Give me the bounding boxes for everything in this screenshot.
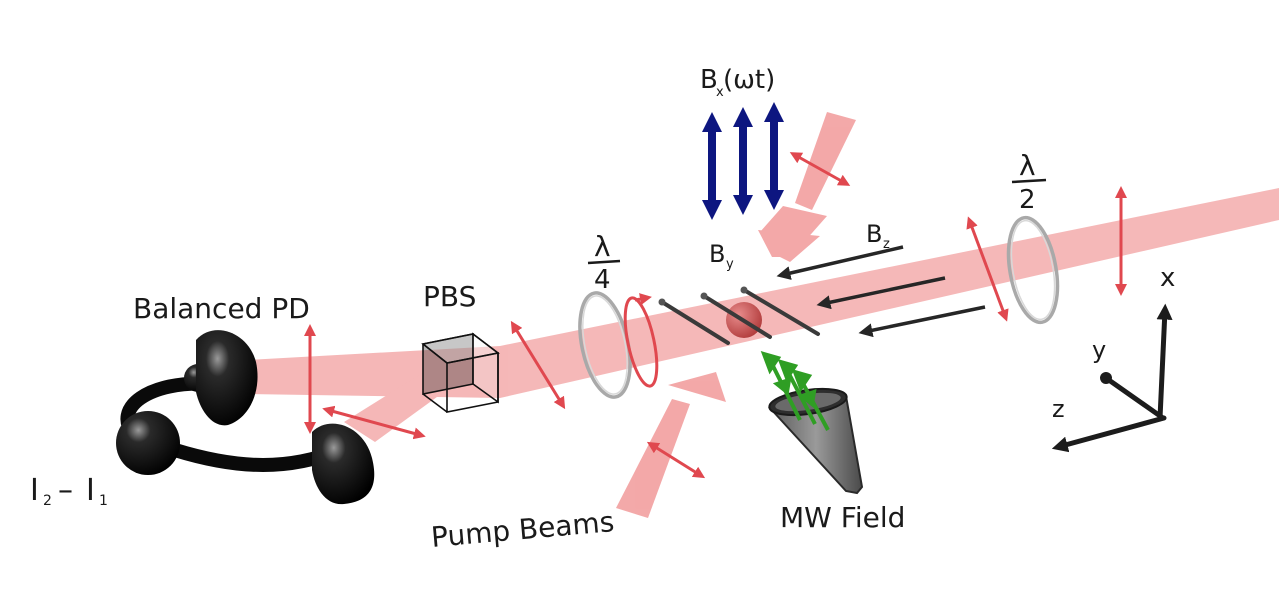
- balanced-pd-label: Balanced PD: [133, 292, 310, 325]
- bz-label-main: B: [866, 220, 882, 248]
- pump-beams-label: Pump Beams: [430, 505, 616, 554]
- bx-label-sub: x: [716, 85, 724, 100]
- probe-polarization-markers: [304, 186, 1127, 440]
- signal-sub2: 2: [43, 493, 52, 509]
- bz-field-arrows: [776, 245, 986, 338]
- y-axis-cap: [1100, 372, 1112, 384]
- bx-field-arrows: [702, 102, 784, 220]
- circular-polarization-icon: [623, 293, 659, 388]
- pbs-label: PBS: [423, 280, 476, 313]
- half-wave-label: λ 2: [1011, 149, 1047, 215]
- by-field-rods: [660, 288, 820, 345]
- bx-label-arg: (ωt): [723, 65, 775, 95]
- quarter-wave-denominator: 4: [594, 265, 611, 295]
- half-wave-numerator: λ: [1019, 149, 1036, 182]
- bx-arrow-3: [764, 102, 784, 210]
- mw-field-label: MW Field: [780, 501, 905, 534]
- by-label-main: B: [709, 240, 725, 268]
- bz-label-sub: z: [883, 237, 890, 252]
- bx-label-main: B: [700, 65, 718, 95]
- quarter-wave-label: λ 4: [587, 230, 621, 295]
- pbs-cube: [421, 332, 500, 413]
- bx-arrow-2: [733, 107, 753, 215]
- by-field-rod-caps: [658, 286, 748, 306]
- balanced-photodetector: [116, 330, 375, 505]
- half-wave-denominator: 2: [1019, 185, 1036, 215]
- signal-dash: –: [58, 473, 73, 508]
- detector-signal-label: I 2 – I 1: [30, 473, 108, 509]
- probe-beam: [248, 188, 1279, 442]
- signal-i1: I: [86, 473, 95, 508]
- quarter-wave-numerator: λ: [594, 230, 611, 263]
- pump-beam-lower: [616, 372, 726, 518]
- by-label: B y: [709, 240, 734, 272]
- axis-y-label: y: [1092, 336, 1106, 364]
- axis-x-label: x: [1160, 263, 1175, 293]
- bx-label: B x (ωt): [700, 65, 775, 100]
- by-label-sub: y: [726, 257, 734, 272]
- pump-polarization-upper: [789, 152, 851, 186]
- pump-polarization-lower: [646, 441, 706, 479]
- bz-label: B z: [866, 220, 890, 252]
- microwave-arrows: [760, 350, 830, 431]
- axis-z-label: z: [1052, 395, 1065, 423]
- coordinate-axes: [1051, 303, 1173, 453]
- mw-horn-antenna: [768, 387, 864, 495]
- bx-arrow-1: [702, 112, 722, 220]
- half-wave-plate: [1006, 215, 1060, 325]
- signal-sub1: 1: [99, 493, 108, 509]
- signal-i2: I: [30, 473, 39, 508]
